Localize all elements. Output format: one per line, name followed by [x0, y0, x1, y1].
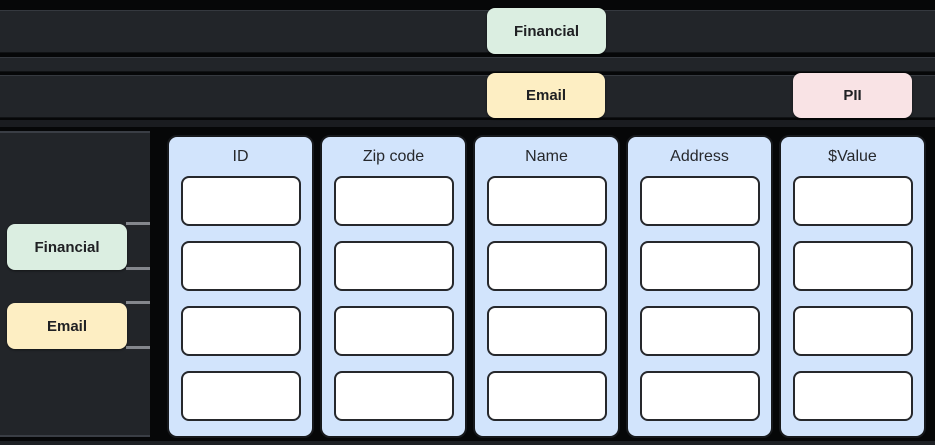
- table-cell: [639, 306, 760, 356]
- pii-tag-chip-top[interactable]: PII: [793, 73, 912, 118]
- tag-lane-top-3: [0, 75, 935, 118]
- column-header: Zip code: [362, 147, 425, 165]
- table-cell: [486, 306, 607, 356]
- table-cell: [333, 241, 454, 291]
- financial-tag-chip-top[interactable]: Financial: [487, 8, 606, 54]
- column-panel-name: Name: [473, 135, 620, 438]
- column-header: ID: [232, 147, 249, 165]
- table-cell: [180, 306, 301, 356]
- table-columns: ID Zip code Name Address: [167, 135, 926, 438]
- table-cell: [486, 176, 607, 226]
- email-tag-chip-top[interactable]: Email: [487, 73, 605, 118]
- column-panel-value: $Value: [779, 135, 926, 438]
- sidebar-row-tick: [126, 222, 150, 225]
- table-cell: [486, 241, 607, 291]
- table-cell: [333, 176, 454, 226]
- table-cell: [792, 241, 913, 291]
- sidebar-row-tick: [126, 346, 150, 349]
- column-header: $Value: [828, 147, 877, 165]
- bottom-edge-strip: [0, 441, 935, 445]
- tag-lane-top-2: [0, 57, 935, 72]
- table-cell: [792, 371, 913, 421]
- table-cell: [639, 176, 760, 226]
- table-cell: [639, 371, 760, 421]
- table-cell: [639, 241, 760, 291]
- table-cell: [333, 371, 454, 421]
- table-cell: [180, 176, 301, 226]
- table-cell: [180, 371, 301, 421]
- column-header: Address: [670, 147, 729, 165]
- table-cell: [792, 176, 913, 226]
- table-cell: [486, 371, 607, 421]
- table-cell: [792, 306, 913, 356]
- sidebar-row-tick: [126, 267, 150, 270]
- financial-tag-chip-sidebar[interactable]: Financial: [7, 224, 127, 270]
- column-panel-zip-code: Zip code: [320, 135, 467, 438]
- lane-divider-strip: [0, 120, 935, 127]
- column-panel-address: Address: [626, 135, 773, 438]
- column-panel-id: ID: [167, 135, 314, 438]
- sidebar-row-tick: [126, 301, 150, 304]
- column-header: Name: [525, 147, 568, 165]
- row-tag-sidebar: [0, 131, 150, 437]
- email-tag-chip-sidebar[interactable]: Email: [7, 303, 127, 349]
- table-cell: [333, 306, 454, 356]
- table-cell: [180, 241, 301, 291]
- tag-lane-top-1: [0, 10, 935, 53]
